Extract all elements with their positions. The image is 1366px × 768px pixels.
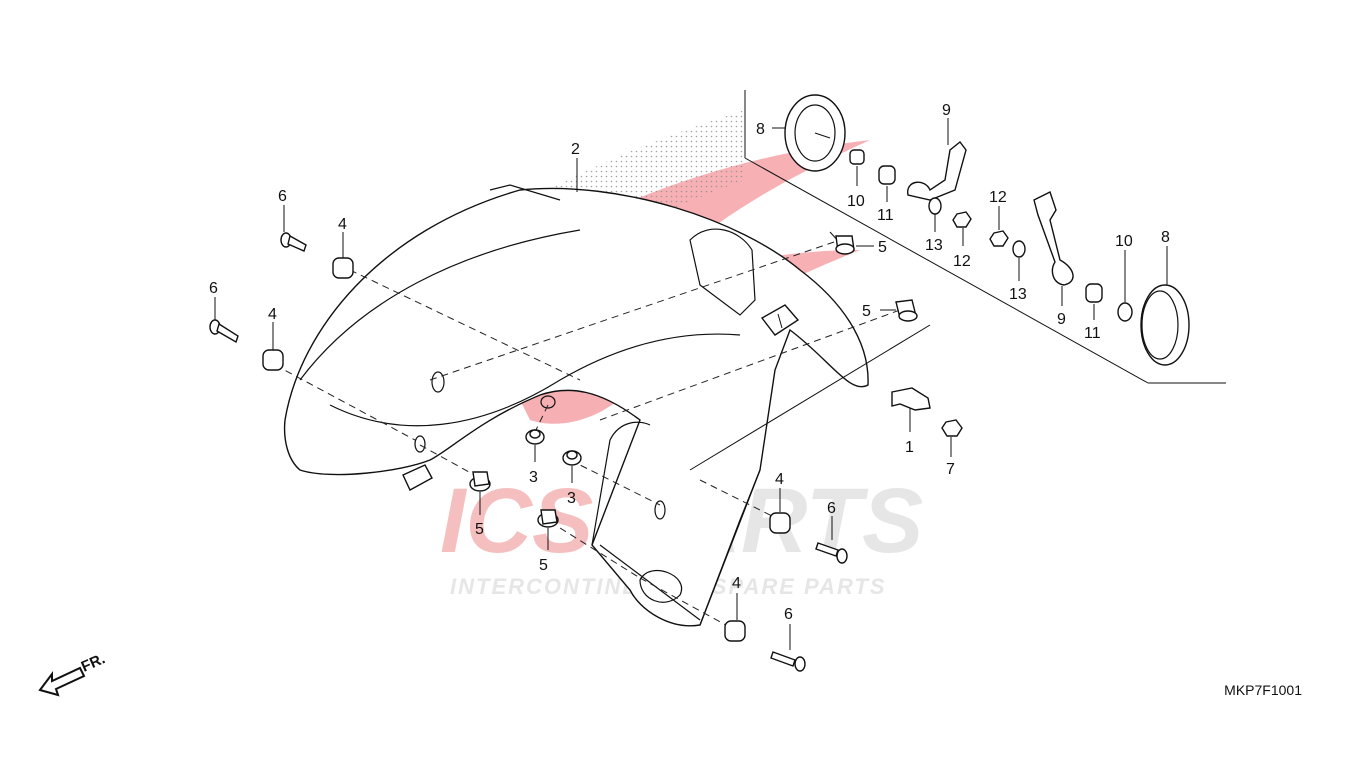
callout-12-b: 12 (989, 189, 1007, 206)
callout-5-left: 5 (475, 521, 484, 538)
grommet-4-c (769, 512, 791, 534)
callout-6-left: 6 (209, 280, 218, 297)
callout-9-bottom: 9 (1057, 311, 1066, 328)
grommet-4-b (262, 349, 284, 371)
washer-10-bottom (1117, 302, 1133, 322)
bolt-6-top (280, 232, 307, 252)
callout-4-right: 4 (775, 471, 784, 488)
callout-13-a: 13 (925, 237, 943, 254)
callout-10-bottom: 10 (1115, 233, 1133, 250)
collar-3-b (562, 450, 582, 466)
callout-1: 1 (905, 439, 914, 456)
grommet-11-bottom (1085, 283, 1103, 303)
front-direction-indicator: FR. (38, 650, 108, 697)
bolt-6-right (815, 542, 848, 564)
callout-10-top: 10 (847, 193, 865, 210)
front-fender (283, 184, 869, 627)
inset-frame (744, 90, 1226, 384)
washer-13-a (928, 197, 942, 215)
reflector-8-top (784, 94, 846, 172)
nut-12-a (952, 211, 972, 228)
leader-lines (214, 118, 1168, 650)
front-label: FR. (79, 650, 108, 675)
callout-11-bottom: 11 (1084, 325, 1101, 342)
callout-8-top: 8 (756, 121, 765, 138)
fender-body (283, 187, 869, 627)
stay-9-top (907, 141, 967, 201)
callout-labels: 2 6 4 6 4 3 3 5 5 5 5 1 7 4 6 4 6 8 9 10… (209, 102, 1170, 623)
callout-5-top: 5 (878, 239, 887, 256)
callout-6-bottom: 6 (784, 606, 793, 623)
bracket-1 (891, 387, 931, 411)
callout-11-top: 11 (877, 207, 894, 224)
nut-12-b (989, 230, 1009, 247)
callout-9-top: 9 (942, 102, 951, 119)
grommet-11-top (878, 165, 896, 185)
callout-8-bottom: 8 (1161, 229, 1170, 246)
washer-13-b (1012, 240, 1026, 258)
bolt-6-bottom (770, 651, 806, 672)
grommet-4-d (724, 620, 746, 642)
clip-5-a (835, 235, 855, 255)
callout-3-b: 3 (567, 490, 576, 507)
drawing-code: MKP7F1001 (1224, 682, 1302, 698)
reflector-8-bottom (1140, 284, 1190, 366)
watermark-brand-left: ICS (440, 470, 593, 572)
callout-5-bottom: 5 (539, 557, 548, 574)
callout-13-b: 13 (1009, 286, 1027, 303)
clip-5-c (469, 471, 491, 492)
stay-9-bottom (1033, 191, 1074, 286)
callout-2: 2 (571, 141, 580, 158)
callout-6-right: 6 (827, 500, 836, 517)
grommet-4-a (332, 257, 354, 279)
assembly-lines (274, 231, 931, 631)
bolt-6-left (209, 319, 239, 344)
front-arrow-icon (38, 666, 86, 697)
callout-12-a: 12 (953, 253, 971, 270)
callout-6-top: 6 (278, 188, 287, 205)
callout-5-mid: 5 (862, 303, 871, 320)
callout-7: 7 (946, 461, 955, 478)
callout-4-bottom: 4 (732, 575, 741, 592)
nut-7 (941, 419, 963, 437)
clip-5-d (537, 509, 559, 528)
clip-5-b (895, 299, 918, 322)
callout-4-left: 4 (268, 306, 277, 323)
callout-4-top: 4 (338, 216, 347, 233)
collar-10-top (849, 149, 865, 165)
callout-3-a: 3 (529, 469, 538, 486)
collar-3-a (525, 429, 545, 445)
